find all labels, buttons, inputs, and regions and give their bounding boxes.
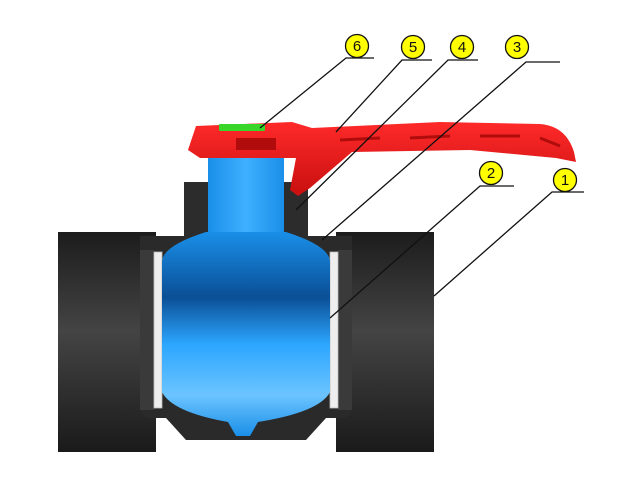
left-pipe-socket	[58, 232, 156, 452]
right-pipe-socket	[336, 232, 434, 452]
handle-ribs	[339, 134, 561, 148]
callout-1: 1	[552, 167, 578, 193]
stem	[208, 155, 284, 235]
green-indicator	[219, 124, 265, 131]
callout-5: 5	[400, 34, 426, 60]
callout-6: 6	[344, 33, 370, 59]
callout-label-4: 4	[458, 39, 466, 56]
leader-5	[335, 59, 432, 133]
leader-2	[329, 185, 514, 319]
callout-3: 3	[504, 34, 530, 60]
lever-handle	[188, 122, 576, 196]
left-seat	[153, 251, 163, 409]
callout-label-2: 2	[487, 165, 495, 182]
leader-1	[433, 191, 584, 297]
leader-3	[321, 61, 560, 241]
handle-hub-shadow	[236, 138, 276, 150]
ball	[162, 232, 330, 436]
leader-lines	[259, 57, 584, 319]
callout-label-3: 3	[513, 39, 521, 56]
ball-and-stem	[162, 155, 330, 436]
callout-2: 2	[478, 160, 504, 186]
handle-lever	[188, 122, 576, 196]
leader-4	[295, 59, 478, 211]
leader-6	[259, 57, 374, 129]
left-bore-ridge	[140, 250, 154, 410]
right-seat	[329, 251, 339, 409]
callout-label-5: 5	[409, 39, 417, 56]
callout-4: 4	[449, 34, 475, 60]
callout-label-6: 6	[353, 38, 361, 55]
right-bore-ridge	[338, 250, 352, 410]
callout-label-1: 1	[561, 172, 569, 189]
